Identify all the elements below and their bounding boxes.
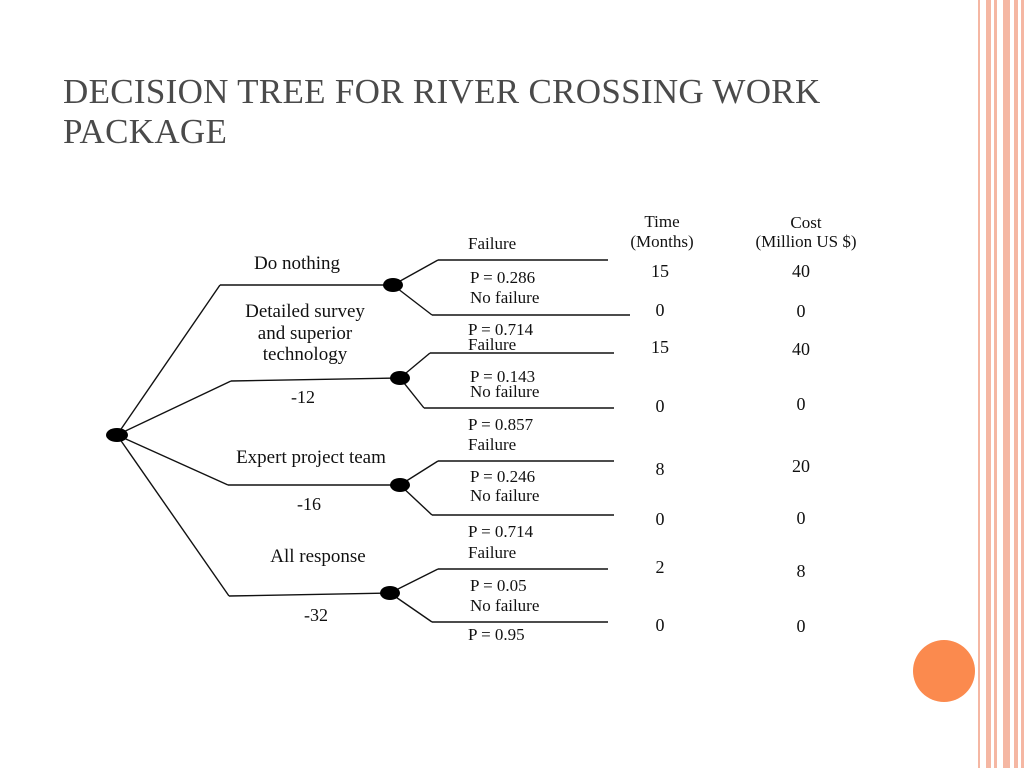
time-header: Time — [644, 212, 679, 231]
no-failure-label: No failure — [470, 596, 539, 615]
no-failure-cost: 0 — [797, 508, 806, 528]
time-header: (Months) — [630, 232, 693, 251]
no-failure-probability: P = 0.714 — [468, 320, 534, 339]
chance-node — [383, 278, 403, 292]
failure-cost: 40 — [792, 261, 810, 281]
option-label: and superior — [258, 323, 353, 344]
no-failure-cost: 0 — [797, 301, 806, 321]
no-failure-time: 0 — [656, 300, 665, 320]
option-label: All response — [270, 546, 366, 567]
option-label: Detailed survey — [245, 301, 365, 322]
no-failure-cost: 0 — [797, 616, 806, 636]
no-failure-probability: P = 0.857 — [468, 415, 534, 434]
failure-probability: P = 0.246 — [470, 467, 535, 486]
no-failure-time: 0 — [656, 396, 665, 416]
option-label: Do nothing — [254, 253, 341, 274]
no-failure-probability: P = 0.714 — [468, 522, 534, 541]
failure-probability: P = 0.143 — [470, 367, 535, 386]
accent-circle — [913, 640, 975, 702]
decision-node — [106, 428, 128, 442]
no-failure-time: 0 — [656, 615, 665, 635]
right-stripe — [986, 0, 991, 768]
right-stripe — [1003, 0, 1010, 768]
failure-cost: 20 — [792, 456, 810, 476]
failure-time: 15 — [651, 261, 669, 281]
no-failure-cost: 0 — [797, 394, 806, 414]
failure-time: 8 — [656, 459, 665, 479]
option-line — [230, 377, 401, 382]
no-failure-label: No failure — [470, 288, 539, 307]
decision-branch — [116, 284, 221, 436]
right-stripe — [994, 0, 997, 768]
no-failure-label: No failure — [470, 382, 539, 401]
right-stripe — [1014, 0, 1018, 768]
option-label: Expert project team — [236, 447, 386, 468]
failure-label: Failure — [468, 435, 516, 454]
failure-cost: 40 — [792, 339, 810, 359]
failure-probability: P = 0.286 — [470, 268, 535, 287]
right-stripe — [1021, 0, 1024, 768]
option-value: -12 — [291, 387, 315, 407]
no-failure-label: No failure — [470, 486, 539, 505]
decision-branch — [116, 380, 232, 436]
failure-label: Failure — [468, 543, 516, 562]
failure-cost: 8 — [797, 561, 806, 581]
chance-node — [390, 478, 410, 492]
chance-node — [380, 586, 400, 600]
chance-node — [390, 371, 410, 385]
decision-branch — [116, 434, 229, 486]
cost-header: (Million US $) — [755, 232, 856, 251]
no-failure-time: 0 — [656, 509, 665, 529]
failure-probability: P = 0.05 — [470, 576, 527, 595]
no-failure-probability: P = 0.95 — [468, 625, 525, 644]
failure-time: 15 — [651, 337, 669, 357]
failure-label: Failure — [468, 234, 516, 253]
right-stripe — [978, 0, 980, 768]
decision-branch — [116, 434, 230, 597]
option-value: -32 — [304, 605, 328, 625]
failure-label: Failure — [468, 335, 516, 354]
slide-title: DECISION TREE FOR RIVER CROSSING WORK PA… — [63, 72, 821, 151]
option-line — [228, 592, 391, 597]
cost-header: Cost — [790, 213, 821, 232]
failure-time: 2 — [656, 557, 665, 577]
option-label: technology — [263, 344, 348, 365]
option-value: -16 — [297, 494, 321, 514]
